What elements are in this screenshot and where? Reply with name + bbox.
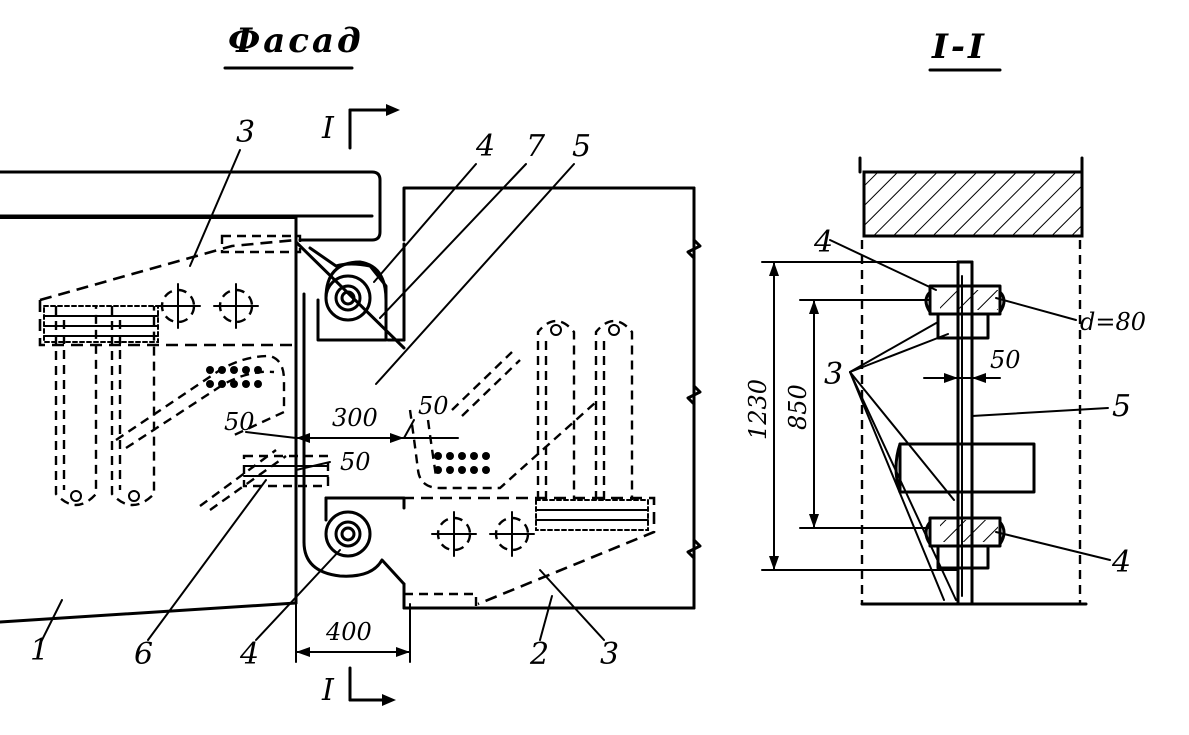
facade-view: I I (0, 104, 702, 708)
section-middle-block (894, 442, 1036, 494)
callout-7: 7 (526, 129, 546, 164)
callout-6: 6 (134, 637, 153, 672)
dimension-50-section: 50 (923, 346, 1021, 383)
callout-5-section: 5 (1112, 389, 1131, 424)
left-panel (0, 214, 298, 624)
dimension-300: 300 (295, 404, 459, 443)
facade-title: Фасад (223, 21, 364, 70)
callout-5: 5 (572, 129, 591, 164)
facade-callouts: 3 4 7 5 1 6 4 2 3 (30, 115, 619, 672)
dimension-850: 850 (784, 299, 931, 529)
section-cut-marker-top: I (321, 104, 400, 150)
callout-4-section-bottom: 4 (1111, 545, 1131, 580)
svg-text:Фасад: Фасад (228, 21, 364, 61)
diameter-label: d=80 (1080, 308, 1146, 336)
left-weld-bundle (43, 305, 159, 343)
svg-text:300: 300 (332, 404, 378, 432)
callout-1: 1 (30, 633, 49, 668)
callout-3-bottom: 3 (600, 637, 619, 672)
svg-text:50: 50 (224, 408, 255, 436)
callout-3-section: 3 (824, 357, 843, 392)
svg-text:I: I (321, 111, 335, 146)
left-coil-rivets (206, 366, 262, 388)
right-weld-bundle (535, 499, 649, 531)
callout-4-bottom: 4 (239, 637, 259, 672)
svg-text:1230: 1230 (744, 379, 772, 440)
upper-beam (0, 170, 382, 242)
section-title: I-I (928, 27, 1002, 72)
dimension-50-labels: 50 50 50 (224, 392, 449, 476)
right-coil-rivets (434, 452, 490, 474)
break-lines (686, 238, 702, 560)
section-straps (849, 321, 957, 601)
section-view: 1230 850 50 4 d=80 3 5 4 (744, 156, 1146, 606)
callout-4-section-top: 4 (813, 225, 833, 260)
left-gusset-plate (38, 234, 302, 347)
section-callouts: 4 d=80 3 5 4 (813, 225, 1146, 580)
svg-text:50: 50 (340, 448, 371, 476)
dimension-1230: 1230 (744, 261, 959, 571)
section-slab (858, 156, 1084, 238)
left-hanging-straps (43, 305, 159, 507)
element-6-block (242, 454, 330, 488)
svg-text:50: 50 (418, 392, 449, 420)
upper-pin (324, 260, 388, 322)
section-lower-bolt (924, 516, 1006, 570)
section-upper-bolt (924, 284, 1006, 340)
svg-text:I: I (321, 673, 335, 708)
callout-4-top: 4 (475, 129, 495, 164)
callout-3-top: 3 (236, 115, 255, 150)
right-hanging-straps (536, 319, 634, 500)
svg-text:400: 400 (325, 618, 372, 646)
callout-2: 2 (529, 637, 549, 672)
dimension-400: 400 (295, 603, 411, 663)
section-cut-marker-bottom: I (321, 666, 396, 708)
svg-text:50: 50 (990, 346, 1021, 374)
svg-text:I-I: I-I (931, 27, 987, 67)
lower-pin (324, 510, 372, 558)
right-gusset-plate (326, 496, 656, 610)
svg-text:850: 850 (784, 384, 812, 430)
